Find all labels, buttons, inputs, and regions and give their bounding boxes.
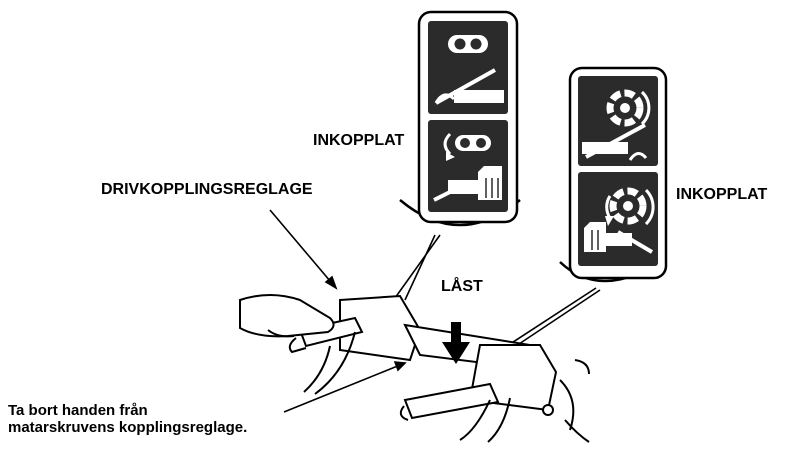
handlebar-assembly (239, 294, 590, 443)
down-arrow-icon (442, 322, 470, 364)
drive-control-label: DRIVKOPPLINGSREGLAGE (101, 181, 313, 198)
instruction-note-line1: Ta bort handen från (8, 402, 148, 419)
drive-rotate-icon (443, 132, 491, 161)
instruction-note-line2: matarskruvens kopplingsreglage. (8, 419, 248, 437)
instruction-note: Ta bort handen från matarskruvens koppli… (8, 402, 247, 437)
locked-label: LÅST (441, 278, 483, 295)
drive-wheels-icon (448, 35, 488, 53)
auger-rotate-icon (605, 187, 655, 226)
lever-released-icon (434, 68, 504, 105)
lever-released-icon (582, 123, 648, 161)
auger-engaged-label: INKOPPLAT (676, 186, 768, 203)
hand-squeeze-icon (433, 166, 502, 202)
drive-engaged-label: INKOPPLAT (313, 132, 405, 149)
drive-control-decal (399, 10, 521, 227)
auger-icon (606, 89, 651, 127)
hand-squeeze-icon (584, 222, 654, 254)
pointer-lines (269, 209, 601, 413)
auger-control-decal (559, 66, 668, 283)
